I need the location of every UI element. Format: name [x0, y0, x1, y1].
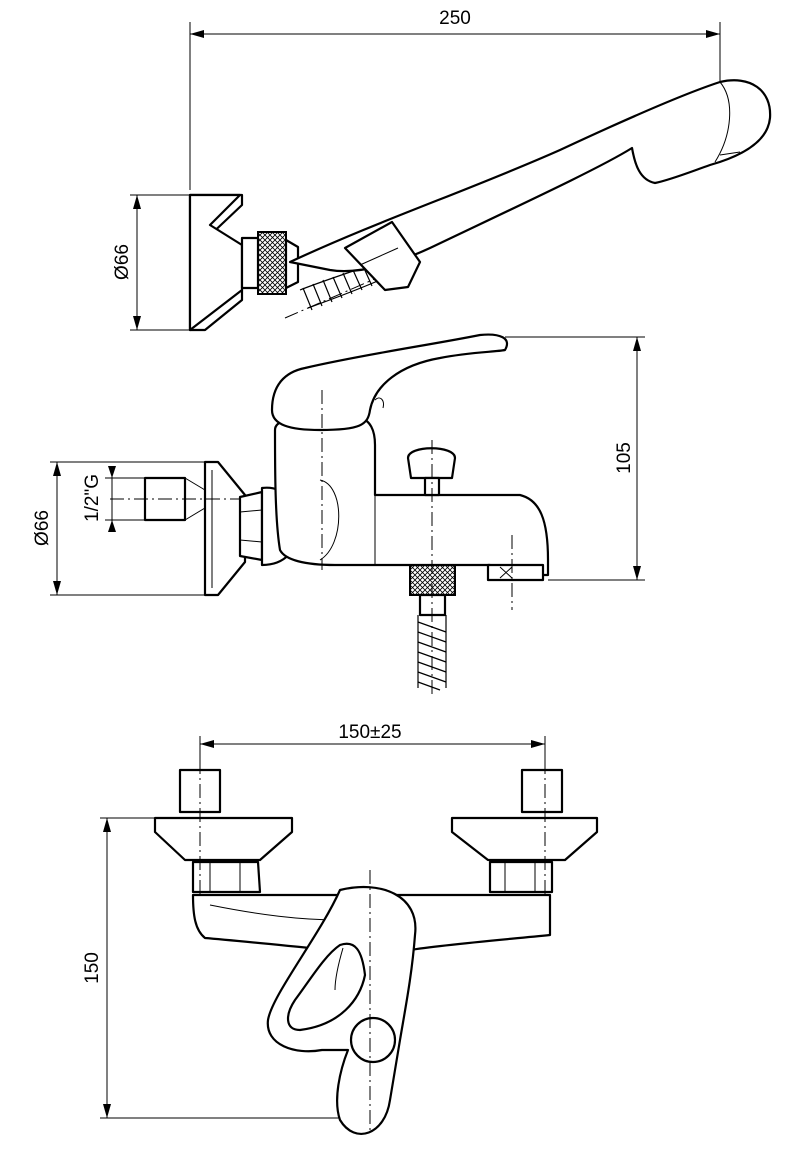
- hand-shower-view: 250 Ø66: [112, 8, 772, 332]
- mixer-side-view: 105 Ø66 1/2"G: [32, 333, 645, 695]
- hand-shower-head: [288, 79, 772, 292]
- mixer-body: [273, 416, 550, 577]
- dimension-inlet-spacing-label: 150±25: [338, 722, 401, 743]
- dimension-105-label: 105: [614, 442, 635, 474]
- dimension-250-label: 250: [439, 8, 471, 29]
- left-hex-nut: [191, 860, 262, 894]
- lever-handle: [270, 333, 508, 432]
- dimension-thread: 1/2"G: [82, 466, 145, 532]
- mixer-front-view: 150±25 150: [82, 722, 599, 1135]
- dimension-diameter-flange-label: Ø66: [32, 510, 53, 546]
- right-hex-nut: [488, 860, 554, 894]
- front-diverter-knob: [349, 1016, 397, 1064]
- diverter-knob: [406, 447, 457, 480]
- dimension-250: 250: [189, 8, 721, 190]
- dimension-inlet-spacing: 150±25: [199, 722, 546, 770]
- dimension-diameter-bracket: Ø66: [112, 194, 190, 331]
- wall-flange: [203, 460, 247, 597]
- dimension-diameter-flange: Ø66: [32, 461, 212, 596]
- knurled-nut: [257, 231, 287, 295]
- dimension-diameter-bracket-label: Ø66: [112, 244, 133, 280]
- dimension-thread-label: 1/2"G: [82, 474, 103, 522]
- hex-nut: [238, 490, 264, 562]
- dimension-150-label: 150: [82, 952, 103, 984]
- dimension-105: 105: [505, 336, 645, 581]
- dimension-150: 150: [82, 817, 370, 1119]
